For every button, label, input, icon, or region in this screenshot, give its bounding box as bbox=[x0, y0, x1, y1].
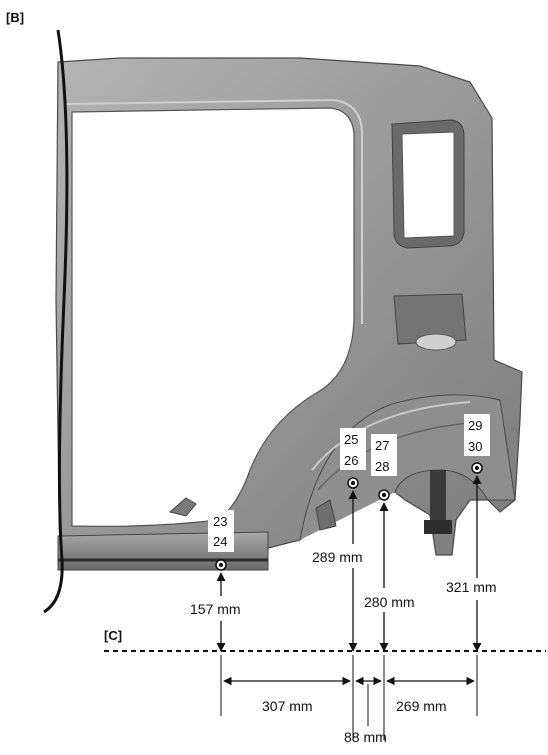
point-label-30: 30 bbox=[468, 439, 482, 454]
measurement-point-29-30: 29 30 321 mm bbox=[446, 414, 497, 652]
point-label-27: 27 bbox=[375, 438, 389, 453]
body-side-panel-illustration bbox=[55, 57, 523, 571]
point-label-25: 25 bbox=[344, 432, 358, 447]
measurement-point-23-24: 23 24 157 mm bbox=[190, 510, 241, 652]
section-label-b: [B] bbox=[6, 10, 24, 25]
dimension-label-269: 269 mm bbox=[396, 698, 447, 714]
height-label-280: 280 mm bbox=[364, 594, 415, 610]
measurement-point-25-26: 25 26 289 mm bbox=[312, 428, 366, 652]
rocker-sill bbox=[57, 531, 269, 571]
point-label-24: 24 bbox=[213, 534, 227, 549]
horizontal-dimensions: 307 mm 88 mm 269 mm bbox=[220, 655, 478, 745]
section-cut-line bbox=[43, 29, 69, 614]
point-label-23: 23 bbox=[213, 514, 227, 529]
height-label-289: 289 mm bbox=[312, 549, 363, 565]
height-label-321: 321 mm bbox=[446, 579, 497, 595]
dimension-label-307: 307 mm bbox=[262, 698, 313, 714]
measurement-point-27-28: 27 28 280 mm bbox=[364, 434, 415, 652]
door-opening bbox=[71, 107, 355, 527]
height-label-157: 157 mm bbox=[190, 601, 241, 617]
point-label-26: 26 bbox=[344, 453, 358, 468]
dimension-label-88: 88 mm bbox=[344, 729, 387, 745]
point-label-28: 28 bbox=[375, 459, 389, 474]
section-label-c: [C] bbox=[104, 628, 122, 643]
point-label-29: 29 bbox=[468, 418, 482, 433]
